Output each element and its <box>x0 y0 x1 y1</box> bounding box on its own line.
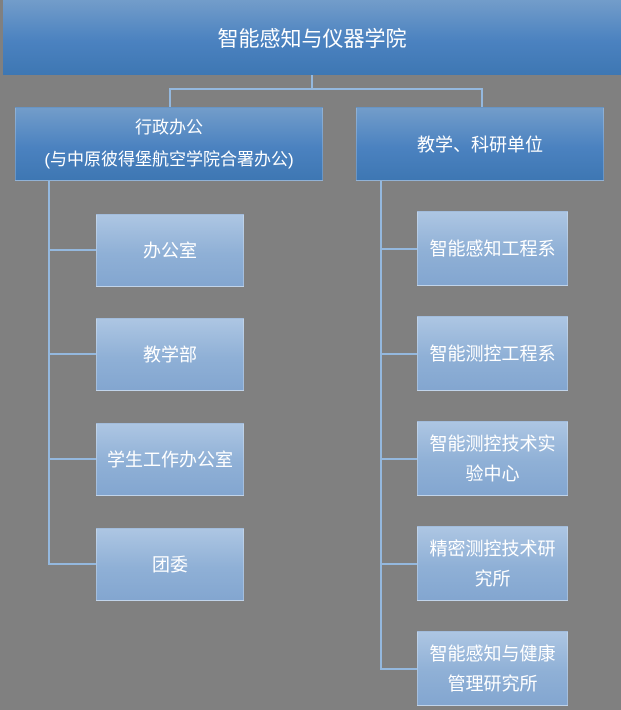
branch-admin-title-line2: (与中原彼得堡航空学院合署办公) <box>44 150 294 169</box>
node-student-affairs: 学生工作办公室 <box>96 423 244 496</box>
node-intelligent-measurement-dept-label: 智能测控工程系 <box>429 343 556 364</box>
branch-teaching-title: 教学、科研单位 <box>417 135 543 155</box>
node-measurement-tech-lab-center: 智能测控技术实验中心 <box>417 421 568 496</box>
connector-left-header-vertical <box>169 88 171 107</box>
connector-left-stub-4 <box>48 563 96 565</box>
connector-right-trunk <box>380 181 382 670</box>
node-precision-measurement-institute: 精密测控技术研究所 <box>417 526 568 601</box>
connector-left-stub-1 <box>48 249 96 251</box>
connector-right-header-vertical <box>481 88 483 107</box>
connector-right-stub-2 <box>380 353 417 355</box>
node-intelligent-measurement-dept: 智能测控工程系 <box>417 316 568 391</box>
branch-admin-header: 行政办公 (与中原彼得堡航空学院合署办公) <box>15 107 323 181</box>
node-youth-league: 团委 <box>96 528 244 601</box>
node-office-label: 办公室 <box>143 240 197 261</box>
node-intelligent-perception-dept: 智能感知工程系 <box>417 211 568 286</box>
branch-teaching-header: 教学、科研单位 <box>356 107 604 181</box>
connector-right-stub-3 <box>380 458 417 460</box>
node-health-management-institute-label: 智能感知与健康管理研究所 <box>429 643 556 694</box>
root-node-label: 智能感知与仪器学院 <box>217 27 407 51</box>
connector-left-trunk <box>48 181 50 565</box>
connector-right-stub-1 <box>380 248 417 250</box>
node-student-affairs-label: 学生工作办公室 <box>107 449 233 470</box>
node-office: 办公室 <box>96 214 244 287</box>
node-health-management-institute: 智能感知与健康管理研究所 <box>417 631 568 706</box>
connector-right-stub-4 <box>380 563 417 565</box>
node-teaching-dept-label: 教学部 <box>143 344 197 365</box>
node-measurement-tech-lab-center-label: 智能测控技术实验中心 <box>429 433 556 484</box>
connector-root-vertical <box>311 75 313 90</box>
connector-left-stub-3 <box>48 458 96 460</box>
node-intelligent-perception-dept-label: 智能感知工程系 <box>429 238 556 259</box>
node-youth-league-label: 团委 <box>152 554 188 575</box>
node-precision-measurement-institute-label: 精密测控技术研究所 <box>429 538 556 589</box>
connector-right-stub-5 <box>380 668 417 670</box>
root-node: 智能感知与仪器学院 <box>3 0 621 75</box>
branch-admin-title-line1: 行政办公 <box>135 118 203 137</box>
connector-left-stub-2 <box>48 353 96 355</box>
node-teaching-dept: 教学部 <box>96 318 244 391</box>
connector-top-horizontal <box>169 88 483 90</box>
